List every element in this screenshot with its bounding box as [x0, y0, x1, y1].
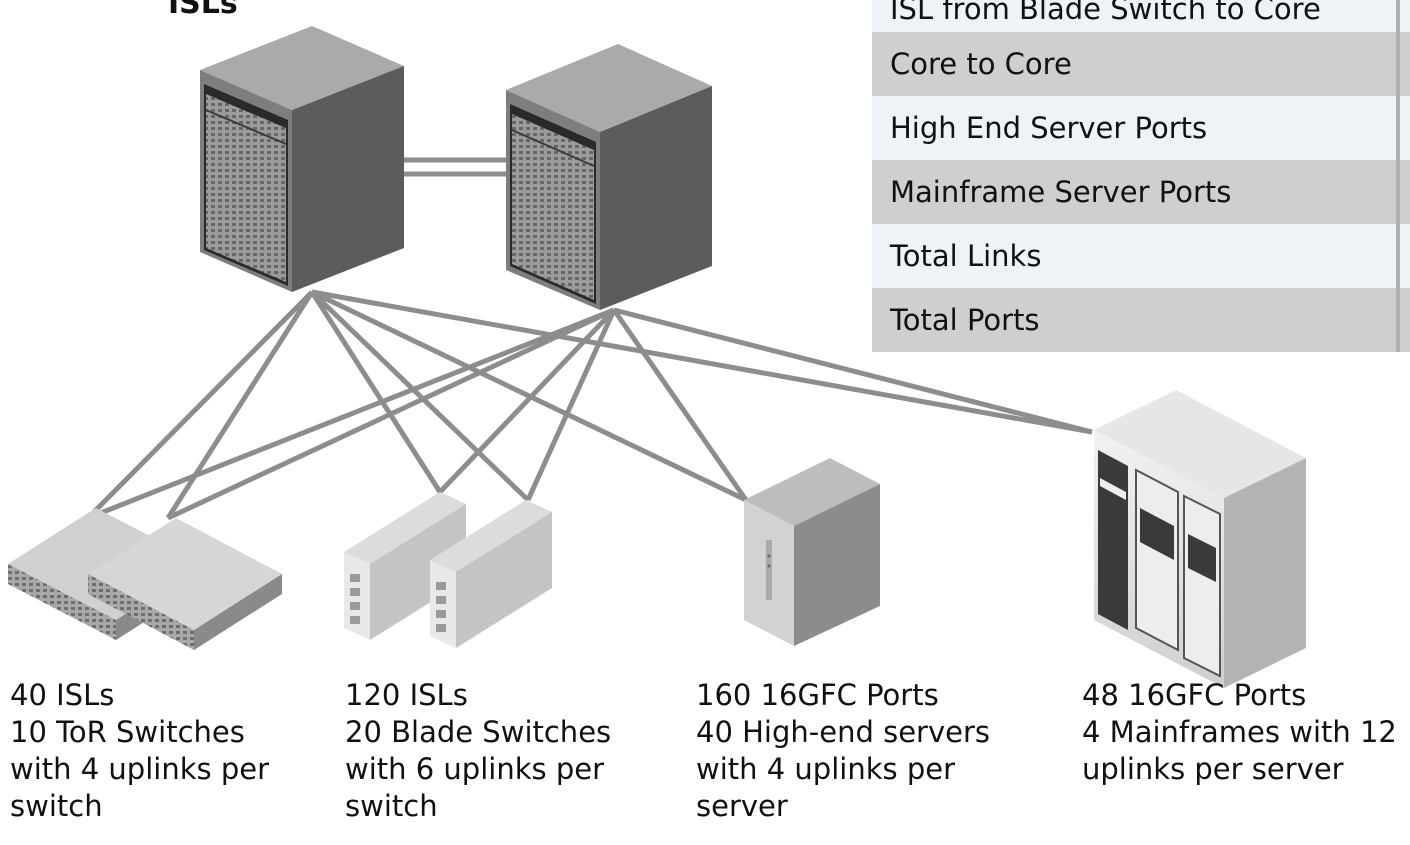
isl-link: [613, 307, 1093, 435]
caption-line: 120 ISLs: [345, 678, 468, 712]
summary-row-total-ports: Total Ports: [872, 288, 1410, 352]
high-end-caption: 160 16GFC Ports 40 High-end servers with…: [696, 677, 990, 825]
caption-line: 10 ToR Switches: [10, 715, 245, 749]
isl-link: [86, 290, 314, 520]
mainframe: [1094, 390, 1306, 688]
isl-link: [87, 307, 615, 521]
caption-line: with 6 uplinks per: [345, 752, 604, 786]
caption-line: 4 Mainframes with 12: [1082, 715, 1397, 749]
isl-link: [310, 290, 530, 502]
isl-link: [311, 289, 1093, 435]
caption-line: with 4 uplinks per: [10, 752, 269, 786]
isl-link: [309, 290, 443, 494]
isl-link: [611, 308, 749, 502]
blade-switch-2: [430, 500, 552, 648]
caption-line: switch: [10, 789, 103, 823]
core-isls-label: ISLs: [168, 0, 238, 21]
caption-line: with 4 uplinks per: [696, 752, 955, 786]
caption-line: switch: [345, 789, 438, 823]
summary-row-high-end-ports: High End Server Ports: [872, 96, 1410, 160]
summary-table: ISL from Blade Switch to Core Core to Co…: [872, 0, 1410, 352]
isl-link: [166, 307, 616, 521]
core-director-1: [200, 26, 404, 292]
core-director-2: [506, 44, 712, 310]
tor-switch-2: [88, 518, 282, 650]
blade-caption: 120 ISLs 20 Blade Switches with 6 uplink…: [345, 677, 611, 825]
high-end-server: [744, 458, 880, 646]
caption-line: 48 16GFC Ports: [1082, 678, 1307, 712]
caption-line: 160 16GFC Ports: [696, 678, 939, 712]
caption-line: 40 High-end servers: [696, 715, 990, 749]
caption-line: uplinks per server: [1082, 752, 1344, 786]
tor-caption: 40 ISLs 10 ToR Switches with 4 uplinks p…: [10, 677, 269, 825]
core-to-core-link: [400, 157, 508, 177]
isl-link: [525, 308, 617, 502]
isl-link: [438, 308, 616, 494]
isl-links: [86, 289, 1093, 521]
caption-line: server: [696, 789, 788, 823]
caption-line: 20 Blade Switches: [345, 715, 612, 749]
summary-row-core-to-core: Core to Core: [872, 32, 1410, 96]
caption-line: 40 ISLs: [10, 678, 115, 712]
summary-row-mainframe-ports: Mainframe Server Ports: [872, 160, 1410, 224]
summary-row-total-links: Total Links: [872, 224, 1410, 288]
mainframe-caption: 48 16GFC Ports 4 Mainframes with 12 upli…: [1082, 677, 1397, 788]
isl-link: [165, 290, 315, 520]
blade-switch-1: [344, 492, 466, 640]
summary-row-blade-isl: ISL from Blade Switch to Core: [872, 0, 1410, 32]
